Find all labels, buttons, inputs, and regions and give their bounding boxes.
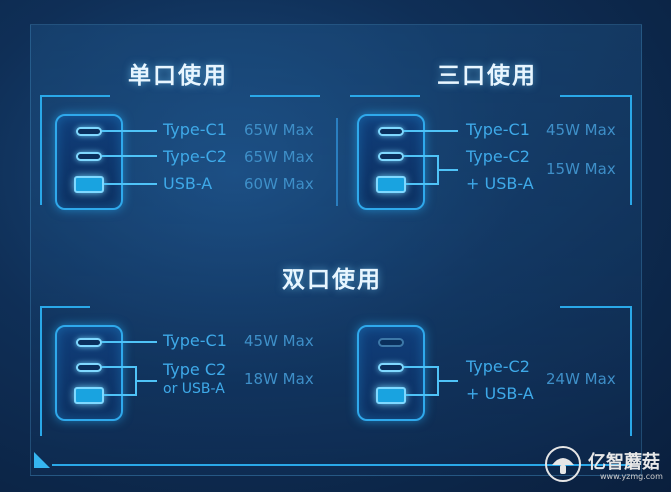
usb-a-port xyxy=(376,176,406,193)
port-label: Type-C1 xyxy=(466,120,530,139)
charger-device-triple xyxy=(357,114,425,210)
port-label: + USB-A xyxy=(466,174,534,193)
content-panel xyxy=(30,24,642,476)
connector-line xyxy=(104,183,157,185)
frame-line xyxy=(630,306,632,436)
port-label: Type-C1 xyxy=(163,120,227,139)
port-label: or USB-A xyxy=(163,381,225,397)
power-value: 65W Max xyxy=(244,148,314,166)
watermark-brand: 亿智蘑菇 xyxy=(588,452,660,473)
type-c2-port xyxy=(378,152,404,161)
frame-line xyxy=(52,464,632,466)
connector-line xyxy=(437,380,458,382)
type-c2-port xyxy=(378,363,404,372)
connector-line xyxy=(102,130,157,132)
power-value: 15W Max xyxy=(546,160,616,178)
charger-device-single xyxy=(55,114,123,210)
frame-line xyxy=(40,95,42,205)
frame-line xyxy=(630,95,632,205)
type-c1-port xyxy=(76,127,102,136)
port-label: Type-C2 xyxy=(466,357,530,376)
section-divider xyxy=(336,118,338,206)
connector-line xyxy=(437,169,458,171)
power-value: 60W Max xyxy=(244,175,314,193)
power-value: 65W Max xyxy=(244,121,314,139)
connector-line xyxy=(104,394,136,396)
corner-triangle xyxy=(34,452,50,468)
charger-device-dual-left xyxy=(55,325,123,421)
port-label: + USB-A xyxy=(466,384,534,403)
usb-a-port xyxy=(74,387,104,404)
connector-line xyxy=(102,366,136,368)
usb-a-port xyxy=(74,176,104,193)
connector-line xyxy=(102,341,157,343)
type-c2-port xyxy=(76,152,102,161)
port-label: USB-A xyxy=(163,174,213,193)
power-value: 18W Max xyxy=(244,370,314,388)
frame-line xyxy=(560,95,632,97)
frame-line xyxy=(40,306,90,308)
type-c1-port xyxy=(378,338,404,347)
mushroom-logo-icon xyxy=(545,446,581,482)
connector-line xyxy=(406,183,438,185)
triple-port-title: 三口使用 xyxy=(437,63,537,89)
connector-line xyxy=(406,394,438,396)
port-label: Type-C2 xyxy=(466,147,530,166)
connector-line xyxy=(404,130,458,132)
type-c1-port xyxy=(76,338,102,347)
type-c1-port xyxy=(378,127,404,136)
port-label: Type-C2 xyxy=(163,147,227,166)
power-value: 45W Max xyxy=(244,332,314,350)
watermark-domain: www.yzmg.com xyxy=(600,472,663,481)
frame-line xyxy=(250,95,320,97)
power-value: 45W Max xyxy=(546,121,616,139)
frame-line xyxy=(40,95,110,97)
usb-a-port xyxy=(376,387,406,404)
connector-line xyxy=(135,380,157,382)
frame-line xyxy=(350,95,420,97)
port-label: Type-C1 xyxy=(163,331,227,350)
frame-line xyxy=(560,306,632,308)
power-value: 24W Max xyxy=(546,370,616,388)
type-c2-port xyxy=(76,363,102,372)
charger-device-dual-right xyxy=(357,325,425,421)
port-label: Type C2 xyxy=(163,360,227,379)
connector-line xyxy=(102,155,157,157)
connector-line xyxy=(404,366,438,368)
connector-line xyxy=(404,155,438,157)
single-port-title: 单口使用 xyxy=(128,63,228,89)
frame-line xyxy=(40,306,42,436)
dual-port-title: 双口使用 xyxy=(282,267,382,293)
